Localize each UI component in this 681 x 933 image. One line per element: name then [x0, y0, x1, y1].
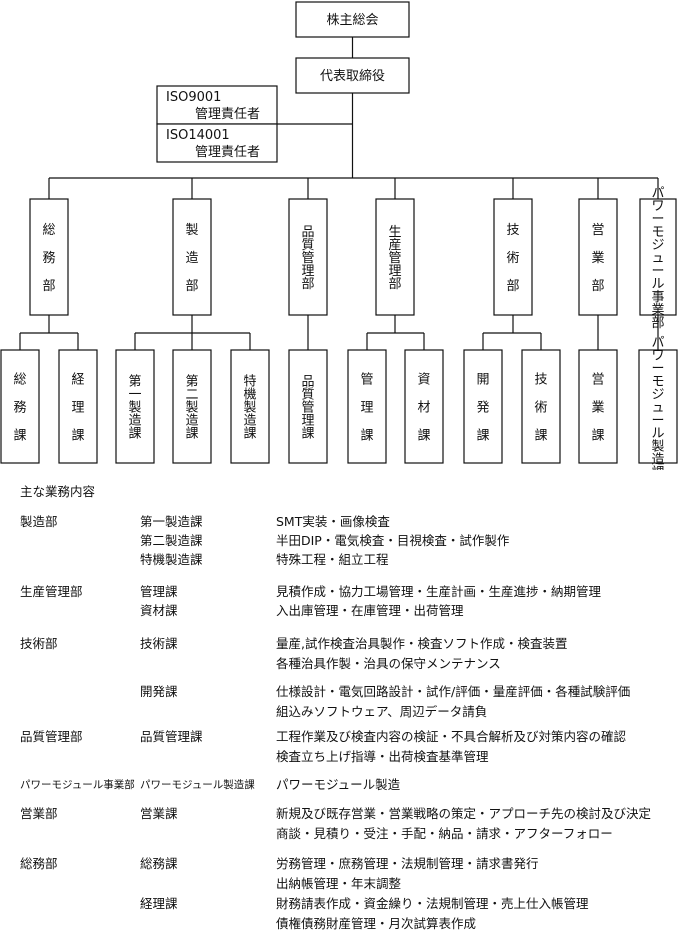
duty-line-6-1: 組込みソフトウェア、周辺データ請負	[276, 704, 488, 719]
duty-section-2: 特機製造課	[140, 552, 203, 567]
section-label-3-1: 資材課	[417, 373, 430, 444]
section-box-3-1	[404, 349, 444, 464]
dept-label-3: 生産管理部	[388, 225, 401, 292]
iso9001-title: ISO9001	[166, 90, 221, 105]
section-label-0-1: 経理課	[71, 373, 84, 444]
section-label-2-0: 品質管理課	[301, 375, 314, 442]
section-box-3-0	[347, 349, 387, 464]
section-label-3-0: 管理課	[360, 373, 373, 444]
dept-label-0: 総務部	[42, 223, 55, 294]
section-label-0-0: 総務課	[13, 373, 26, 444]
section-box-0-0	[0, 349, 40, 464]
duty-line-4-0: 入出庫管理・在庫管理・出荷管理	[276, 603, 464, 618]
duty-dept-7: 品質管理部	[20, 729, 83, 744]
section-label-1-1: 第二製造課	[185, 375, 198, 442]
duty-line-0-0: SMT実装・画像検査	[276, 514, 390, 529]
section-box-1-2	[230, 349, 270, 464]
dept-box-2	[288, 198, 328, 316]
dept-box-6	[639, 198, 677, 316]
duty-line-5-0: 量産,試作検査治具製作・検査ソフト作成・検査装置	[276, 636, 568, 651]
section-box-6-0	[638, 349, 678, 464]
dept-box-0	[29, 198, 69, 316]
section-box-0-1	[58, 349, 98, 464]
duty-section-3: 管理課	[140, 584, 178, 599]
duty-section-10: 総務課	[140, 856, 178, 871]
ceo-box	[295, 57, 410, 94]
duty-section-8: パワーモジュール製造課	[140, 779, 255, 791]
section-label-5-0: 営業課	[591, 373, 604, 444]
section-label-1-0: 第一製造課	[128, 375, 141, 442]
duty-line-5-1: 各種治具作製・治具の保守メンテナンス	[276, 656, 501, 671]
dept-label-5: 営業部	[591, 223, 604, 294]
section-box-1-0	[115, 349, 155, 464]
dept-box-5	[578, 198, 618, 316]
duty-line-10-0: 労務管理・庶務管理・法規制管理・請求書発行	[276, 856, 539, 871]
duty-line-7-1: 検査立ち上げ指導・出荷検査基準管理	[276, 749, 489, 764]
section-box-2-0	[288, 349, 328, 464]
duty-section-1: 第二製造課	[140, 533, 203, 548]
section-label-4-1: 技術課	[534, 373, 547, 444]
dept-label-4: 技術部	[506, 223, 519, 294]
section-box-1-1	[172, 349, 212, 464]
duty-line-2-0: 特殊工程・組立工程	[276, 552, 389, 567]
duty-line-6-0: 仕様設計・電気回路設計・試作/評価・量産評価・各種試験評価	[276, 684, 631, 699]
dept-box-3	[375, 198, 415, 316]
iso14001-box	[156, 123, 278, 163]
duty-section-5: 技術課	[140, 636, 178, 651]
duty-line-9-0: 新規及び既存営業・営業戦略の策定・アプローチ先の検討及び決定	[276, 806, 652, 821]
iso14001-title: ISO14001	[166, 128, 230, 143]
section-label-6-0: パワーモジュール製造課	[651, 336, 664, 471]
duty-section-6: 開発課	[140, 684, 178, 699]
duty-dept-9: 営業部	[20, 806, 58, 821]
dept-label-6: パワーモジュール事業部	[651, 186, 664, 331]
duty-line-3-0: 見積作成・協力工場管理・生産計画・生産進捗・納期管理	[276, 584, 602, 599]
duty-line-9-1: 商談・見積り・受注・手配・納品・請求・アフターフォロー	[276, 826, 613, 841]
dept-box-1	[172, 198, 212, 316]
section-label-1-2: 特機製造課	[243, 375, 256, 442]
dept-label-1: 製造部	[185, 223, 198, 294]
duties-heading: 主な業務内容	[20, 484, 96, 499]
duty-section-9: 営業課	[140, 806, 178, 821]
duty-dept-5: 技術部	[20, 636, 58, 651]
iso9001-role: 管理責任者	[195, 107, 260, 122]
duty-dept-0: 製造部	[20, 514, 58, 529]
duty-line-11-1: 債権債務財産管理・月次試算表作成	[276, 916, 477, 931]
duty-line-1-0: 半田DIP・電気検査・目視検査・試作製作	[276, 533, 510, 548]
iso14001-role: 管理責任者	[195, 145, 260, 160]
section-label-4-0: 開発課	[476, 373, 489, 444]
duty-line-11-0: 財務請表作成・資金繰り・法規制管理・売上仕入帳管理	[276, 896, 589, 911]
duty-line-8-0: パワーモジュール製造	[276, 777, 401, 792]
connector-lines	[19, 37, 659, 350]
section-box-4-0	[463, 349, 503, 464]
duty-line-7-0: 工程作業及び検査内容の検証・不具合解析及び対策内容の確認	[276, 729, 627, 744]
duty-section-11: 経理課	[140, 896, 178, 911]
section-box-4-1	[521, 349, 561, 464]
ceo-label: 代表取締役	[320, 68, 385, 84]
duty-section-4: 資材課	[140, 603, 178, 618]
duty-dept-8: パワーモジュール事業部	[20, 779, 135, 791]
shareholders-box	[295, 1, 410, 38]
dept-label-2: 品質管理部	[301, 225, 314, 292]
duty-section-7: 品質管理課	[140, 729, 203, 744]
duty-dept-3: 生産管理部	[20, 584, 83, 599]
dept-box-4	[493, 198, 533, 316]
duty-line-10-1: 出納帳管理・年末調整	[276, 876, 402, 891]
duty-section-0: 第一製造課	[140, 514, 203, 529]
shareholders-label: 株主総会	[326, 13, 378, 28]
duty-dept-10: 総務部	[20, 856, 58, 871]
section-box-5-0	[578, 349, 618, 464]
